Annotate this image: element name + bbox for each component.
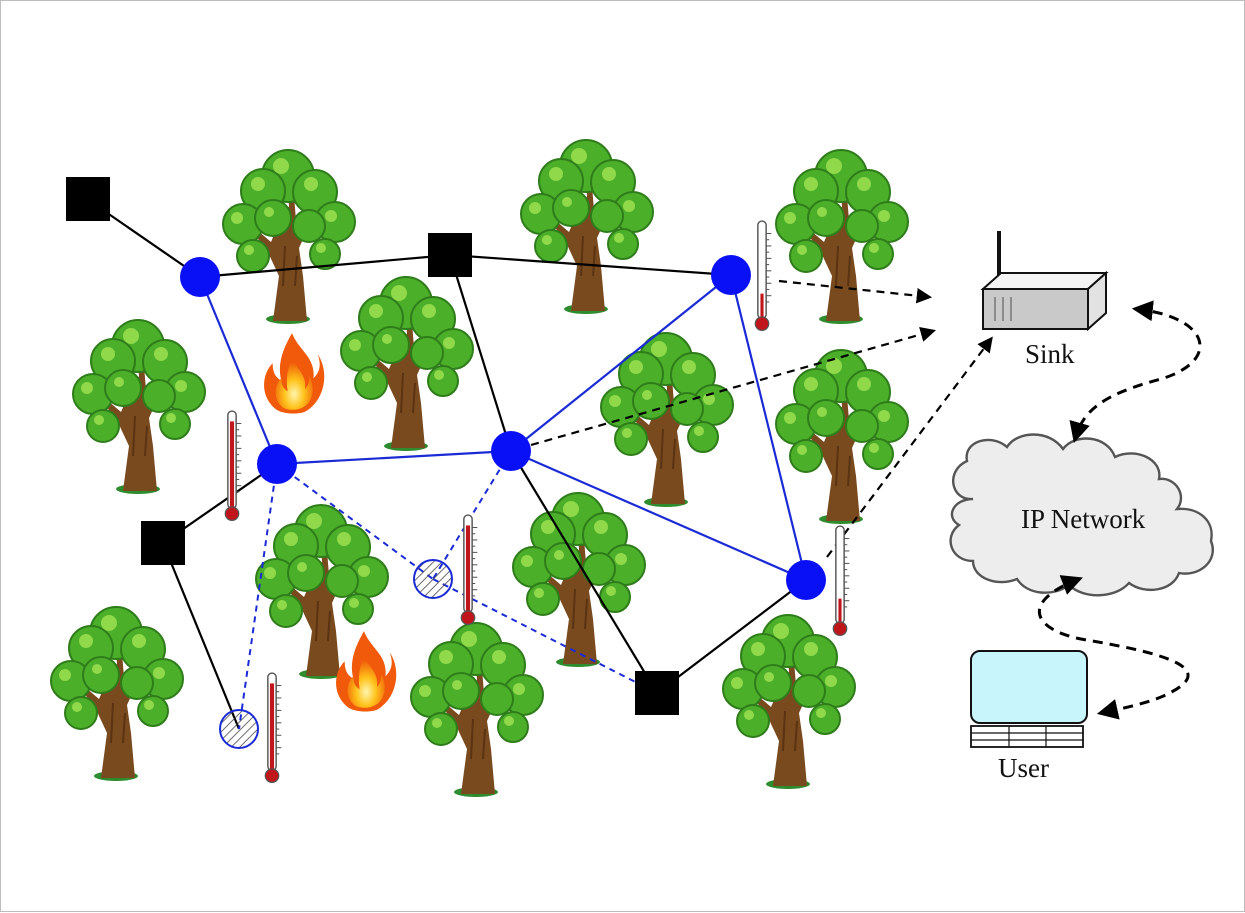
active-links xyxy=(198,274,808,582)
cloud-icon xyxy=(949,433,1214,597)
tree-icon xyxy=(520,139,654,315)
user-label: User xyxy=(998,753,1049,783)
tree-icon xyxy=(600,332,734,508)
sensor-node-active xyxy=(491,431,531,471)
fire-icon xyxy=(336,631,397,712)
relay-node xyxy=(66,177,110,221)
thermometer-icon xyxy=(832,525,851,637)
thermometer-icon xyxy=(264,672,283,784)
tree-icon xyxy=(775,349,909,525)
network-arrows xyxy=(1038,300,1202,720)
tree-icon xyxy=(72,319,206,495)
passive-links xyxy=(86,198,807,730)
sink-arrows xyxy=(530,279,993,558)
sensor-node-inactive xyxy=(219,709,259,749)
tree-icon xyxy=(340,276,474,452)
relay-nodes xyxy=(66,177,679,715)
tree-icon xyxy=(722,614,856,790)
fire-icon xyxy=(264,333,325,414)
thermometer-icon xyxy=(224,410,243,522)
relay-node xyxy=(635,671,679,715)
network-label: IP Network xyxy=(1021,504,1146,534)
tree-icon xyxy=(775,149,909,325)
sink-label: Sink xyxy=(1025,339,1075,369)
sensor-node-active xyxy=(711,255,751,295)
tree-icon xyxy=(410,622,544,798)
sensor-node-inactive xyxy=(413,559,453,599)
inactive-links xyxy=(238,450,658,730)
tree-icon xyxy=(222,149,356,325)
computer-icon xyxy=(970,650,1088,748)
active-nodes xyxy=(180,255,826,600)
sensor-node-active xyxy=(257,444,297,484)
thermometer-icon xyxy=(460,514,479,626)
relay-node xyxy=(141,521,185,565)
tree-icon xyxy=(50,606,184,782)
relay-node xyxy=(428,233,472,277)
inactive-nodes xyxy=(219,559,453,749)
sensor-node-active xyxy=(180,257,220,297)
sink-router-icon xyxy=(980,231,1109,332)
thermometer-icon xyxy=(754,220,773,332)
sensor-node-active xyxy=(786,560,826,600)
